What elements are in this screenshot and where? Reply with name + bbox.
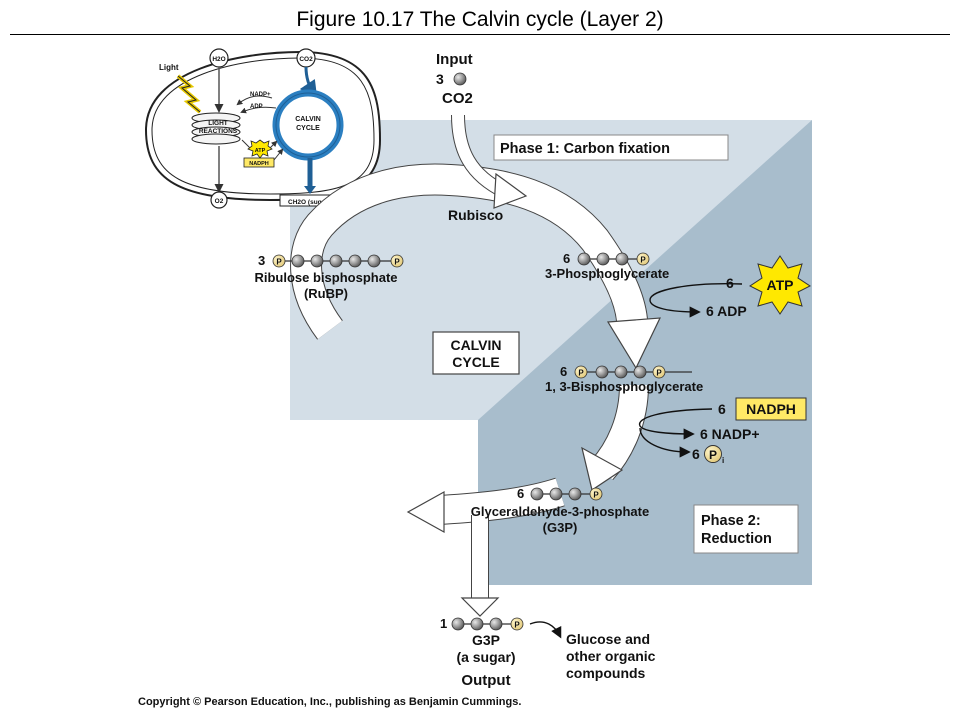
carbon-atom xyxy=(530,487,544,501)
carbon-atom xyxy=(489,617,503,631)
bpg-count: 6 xyxy=(560,364,567,379)
inset-nadp-label: NADP+ xyxy=(250,92,271,98)
phase2-region xyxy=(478,120,812,585)
svg-text:P: P xyxy=(640,256,646,265)
carbon-atom xyxy=(615,252,629,266)
bpg-molecule: 6 P P xyxy=(560,364,692,379)
svg-text:P: P xyxy=(394,258,400,267)
rubp-name-line1: Ribulose bisphosphate xyxy=(254,270,397,285)
svg-text:P: P xyxy=(514,621,520,630)
phase2-label-box xyxy=(693,504,799,554)
phosphate-group xyxy=(652,365,666,379)
output-product-line3: compounds xyxy=(566,665,646,681)
inset-nadph-box xyxy=(243,157,275,168)
atp-star-icon xyxy=(749,255,811,315)
phosphate-group xyxy=(636,252,650,266)
svg-text:P: P xyxy=(276,258,282,267)
inset-h2o-label: H2O xyxy=(212,56,225,63)
phase1-label: Phase 1: Carbon fixation xyxy=(500,141,670,157)
pi-count: 6 xyxy=(692,446,700,462)
phase1-label-box xyxy=(493,134,729,161)
nadph-product: 6 NADP+ xyxy=(700,426,760,442)
carbon-atom xyxy=(633,365,647,379)
inorganic-phosphate xyxy=(704,445,722,463)
inset-sugar-label: CH2O (sugar) xyxy=(288,199,330,206)
inset-o2-circle xyxy=(210,191,228,209)
g3p-molecule: 6 P xyxy=(517,486,603,501)
nadph-box xyxy=(735,397,807,421)
calvin-cycle-box-line2: CYCLE xyxy=(452,354,499,370)
carbon-atom xyxy=(470,617,484,631)
output-heading: Output xyxy=(461,672,510,689)
bpg-name: 1, 3-Bisphosphoglycerate xyxy=(545,379,703,394)
carbon-atom xyxy=(329,254,343,268)
output-name-line2: (a sugar) xyxy=(456,649,515,665)
phosphate-group xyxy=(589,487,603,501)
input-co2-label: CO2 xyxy=(442,90,473,107)
phosphate-group xyxy=(390,254,404,268)
calvin-cycle-box xyxy=(432,331,520,375)
phase2-label-line2: Reduction xyxy=(701,531,772,547)
phosphate-group xyxy=(272,254,286,268)
carbon-atom xyxy=(451,617,465,631)
phase2-label-line1: Phase 2: xyxy=(701,513,761,529)
carbon-atom xyxy=(595,365,609,379)
inset-light-reactions-label-1: LIGHT xyxy=(208,120,228,127)
output-product-line1: Glucose and xyxy=(566,631,650,647)
carbon-atom xyxy=(614,365,628,379)
carbon-atom xyxy=(568,487,582,501)
input-co2-count: 3 xyxy=(436,71,444,87)
inset-nadph-label: NADPH xyxy=(249,161,269,167)
calvin-cycle-box-line1: CALVIN xyxy=(450,337,501,353)
svg-text:P: P xyxy=(578,369,584,378)
pga-count: 6 xyxy=(563,251,570,266)
svg-text:P: P xyxy=(709,448,717,462)
carbon-atom xyxy=(577,252,591,266)
inset-adp-label: ADP xyxy=(250,104,263,110)
g3p-count: 6 xyxy=(517,486,524,501)
svg-text:P: P xyxy=(593,491,599,500)
pga-name: 3-Phosphoglycerate xyxy=(545,266,669,281)
atp-product-adp: 6 ADP xyxy=(706,303,747,319)
g3p-name-line2: (G3P) xyxy=(543,520,578,535)
carbon-atom xyxy=(291,254,305,268)
output-count: 1 xyxy=(440,616,447,631)
carbon-atom xyxy=(348,254,362,268)
nadph-count: 6 xyxy=(718,401,726,417)
figure-title: Figure 10.17 The Calvin cycle (Layer 2) xyxy=(296,8,664,31)
nadph-label: NADPH xyxy=(746,401,796,417)
svg-text:i: i xyxy=(722,456,724,465)
carbon-atom xyxy=(596,252,610,266)
carbon-atom xyxy=(367,254,381,268)
inset-calvin-label-1: CALVIN xyxy=(295,116,321,123)
output-g3p-molecule: 1 P xyxy=(440,616,524,631)
inset-light-label: Light xyxy=(159,63,179,72)
atp-label: ATP xyxy=(767,277,794,293)
inset-light-reactions-label-2: REACTIONS xyxy=(199,128,238,135)
phosphate-group xyxy=(574,365,588,379)
svg-text:P: P xyxy=(656,369,662,378)
inset-co2-label: CO2 xyxy=(299,56,313,63)
inset-atp-label: ATP xyxy=(255,148,266,154)
rubp-name-line2: (RuBP) xyxy=(304,286,348,301)
inset-calvin-label-2: CYCLE xyxy=(296,125,320,132)
input-heading: Input xyxy=(436,51,473,68)
thylakoid-stack xyxy=(191,112,241,145)
rubisco-label: Rubisco xyxy=(448,207,503,223)
title-underline xyxy=(10,34,950,35)
inset-o2-label: O2 xyxy=(215,198,224,205)
pga-molecule: 6 P xyxy=(563,251,650,266)
copyright-notice: Copyright © Pearson Education, Inc., pub… xyxy=(138,696,522,708)
phosphate-group xyxy=(510,617,524,631)
output-product-line2: other organic xyxy=(566,648,656,664)
carbon-atom xyxy=(453,72,467,86)
carbon-atom xyxy=(549,487,563,501)
carbon-atom xyxy=(310,254,324,268)
g3p-name-line1: Glyceraldehyde-3-phosphate xyxy=(471,504,649,519)
output-name-line1: G3P xyxy=(472,632,500,648)
chloroplast-inset: Light LIGHT REACTIONS H2O O2 CO2 CALVIN … xyxy=(144,48,382,209)
rubp-molecule: 3 P P xyxy=(258,253,404,268)
rubp-count: 3 xyxy=(258,253,265,268)
